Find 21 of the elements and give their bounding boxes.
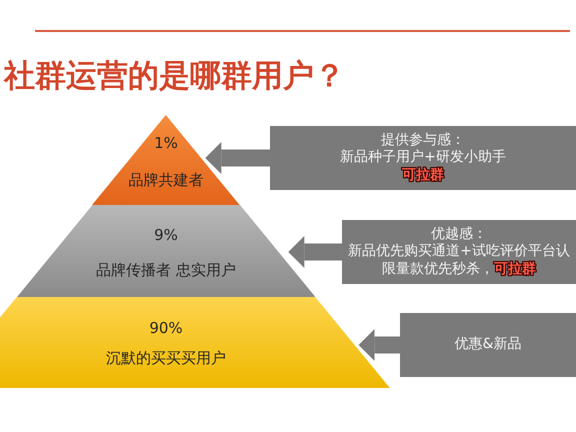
panel-heading: 提供参与感： xyxy=(381,132,465,149)
panel-text: 限量款优先秒杀，可拉群 xyxy=(382,260,536,278)
arrow xyxy=(288,236,342,268)
percentage-label: 1% xyxy=(154,134,178,152)
tier-label: 品牌共建者 xyxy=(128,171,204,189)
panel-text: 新品种子用户+研发小助手 xyxy=(340,149,506,167)
tier-label: 品牌传播者 忠实用户 xyxy=(96,261,236,279)
panel-text: 新品优先购买通道+试吃评价平台认 xyxy=(348,243,570,261)
callout-panel xyxy=(270,126,576,190)
title: 社群运营的是哪群用户？ xyxy=(4,58,345,94)
callout-panel xyxy=(342,220,576,284)
arrow xyxy=(205,142,270,174)
percentage-label: 9% xyxy=(154,226,178,244)
panel-heading: 优越感： xyxy=(431,226,487,244)
panel-text: 优惠&新品 xyxy=(454,336,522,354)
arrow xyxy=(358,329,400,361)
pyramid-tier xyxy=(0,297,390,388)
callout-panel xyxy=(400,313,576,377)
tier-label: 沉默的买买买用户 xyxy=(106,349,226,367)
highlight-text: 可拉群 xyxy=(402,166,444,184)
percentage-label: 90% xyxy=(149,319,183,337)
